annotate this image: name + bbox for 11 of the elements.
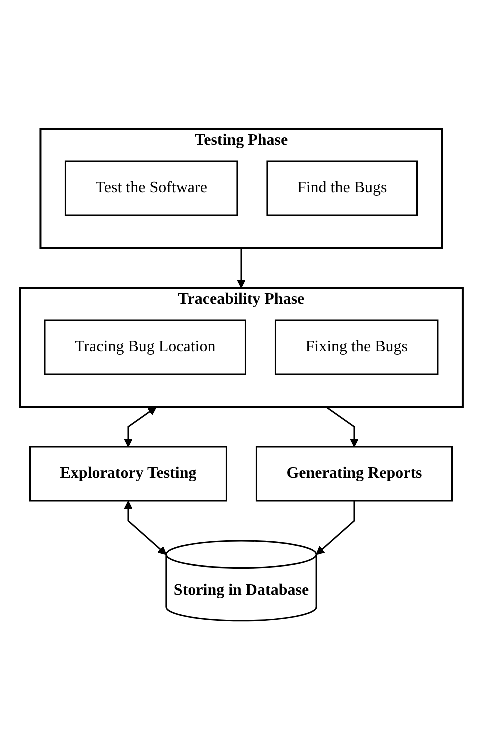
node-box: Test the Software (64, 160, 238, 216)
arrow (316, 500, 356, 555)
arrow (326, 406, 359, 447)
node-box: Exploratory Testing (30, 446, 228, 502)
node-box: Fixing the Bugs (275, 319, 439, 375)
node-box: Find the Bugs (266, 160, 418, 216)
arrow (237, 248, 246, 288)
node-box: Tracing Bug Location (44, 319, 246, 375)
arrow (124, 500, 167, 555)
arrow (124, 406, 157, 447)
node-box: Generating Reports (256, 446, 454, 502)
